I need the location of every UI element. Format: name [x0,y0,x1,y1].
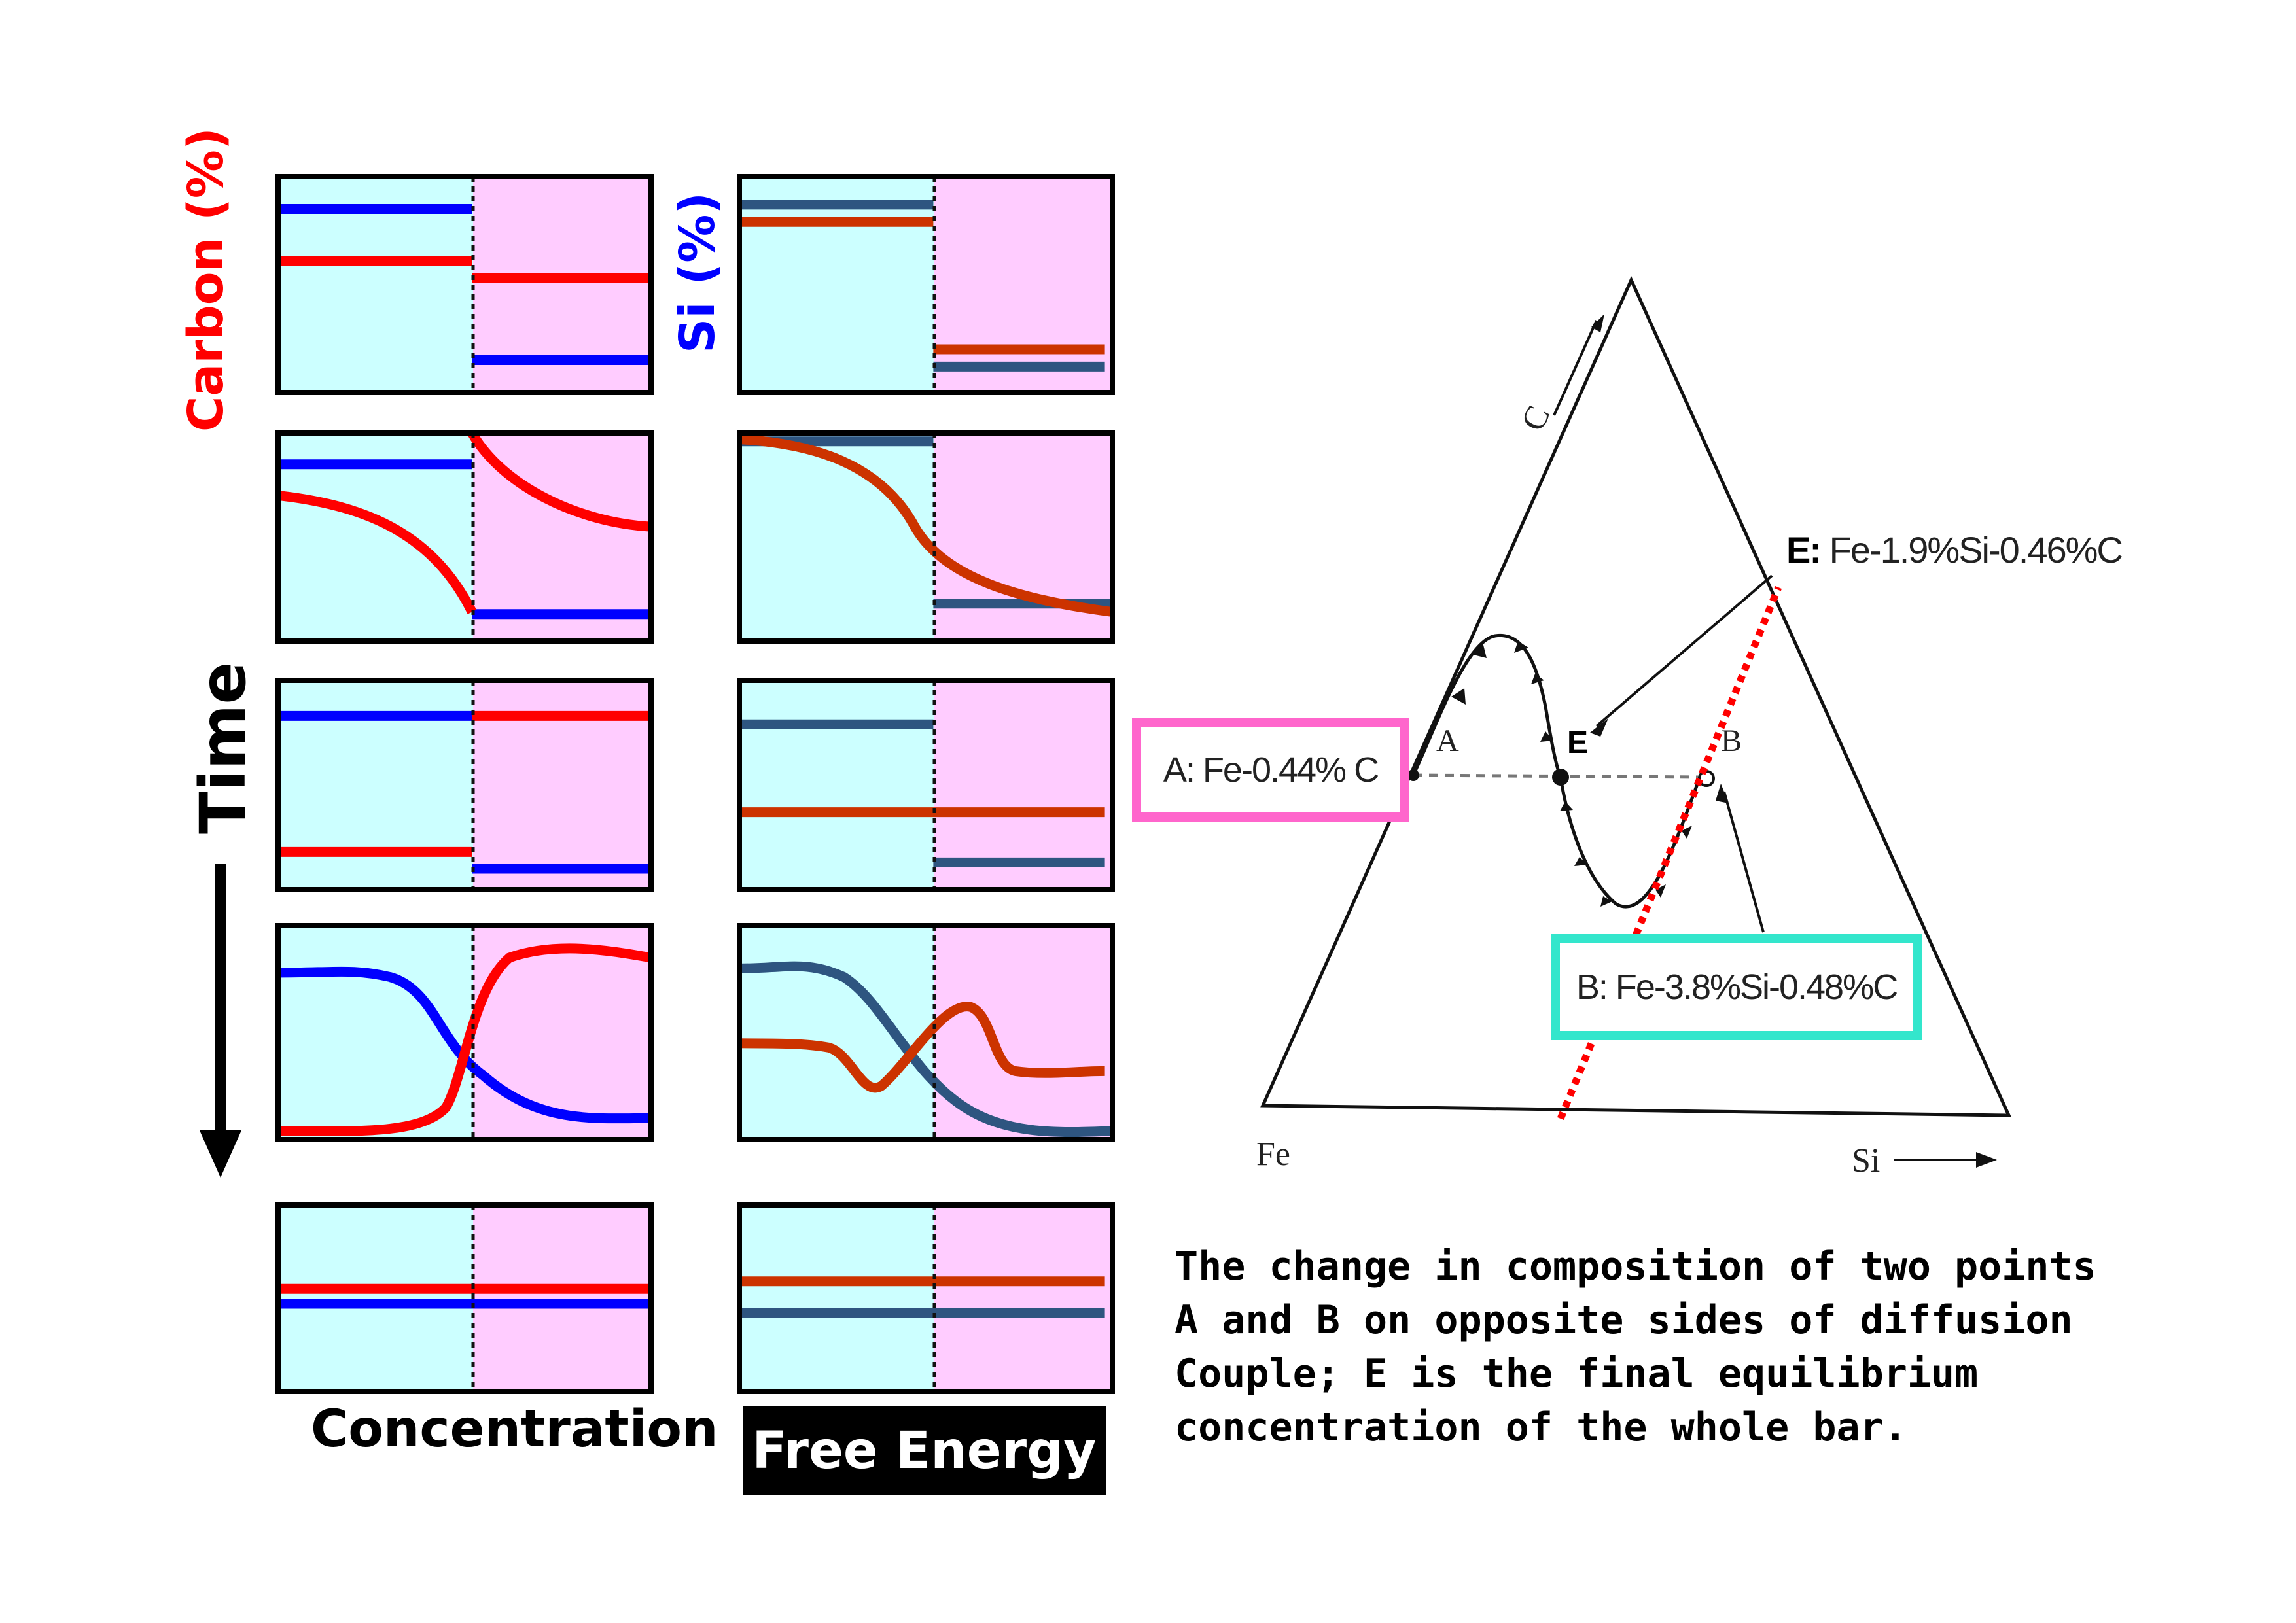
panel-frame [275,174,654,395]
point-a-label: A [1436,724,1459,758]
concentration-label: Concentration [311,1400,718,1459]
carbon-profile-line [739,434,1113,617]
panel-frame [737,174,1115,395]
carbon-profile-line [277,943,652,1136]
panel-frame [737,678,1115,892]
carbon-axis-label: Carbon (%) [178,128,234,432]
si-profile-line [277,966,652,1124]
panel-right-region [934,1205,1112,1391]
e-composition-label: E: Fe-1.9%Si-0.46%C [1786,529,2123,571]
panel-frame [275,923,654,1142]
panel-right-region [934,680,1112,890]
panel-left-region [739,1205,934,1391]
figure-caption: The change in composition of two points … [1174,1244,2096,1450]
panel-left-region [739,926,934,1140]
e-composition-key: E: [1786,529,1822,570]
panel-frame [737,923,1115,1142]
panel-frame [275,1202,654,1394]
panel-left-region [739,680,934,890]
point-e-label: E [1567,725,1589,760]
carbon-profile-line [277,430,652,614]
si-axis-label: Si (%) [669,192,726,353]
equilibrium-dotted-line [1557,585,1782,1121]
c-axis-arrow [1553,320,1598,416]
panel-frame [737,1202,1115,1394]
point-a-composition-box: A: Fe-0.44% C [1132,718,1409,822]
e-pointer-line [1595,574,1773,727]
vertex-si-label: Si [1852,1142,1881,1179]
point-a-marker [1407,769,1419,781]
panel-frame [275,430,654,644]
carbon-profile-line [739,1002,1105,1093]
time-series-panels [275,174,1115,1394]
panel-left-region [739,177,934,393]
free-energy-label: Free Energy [743,1406,1106,1495]
panel-left-region [739,433,934,641]
point-e-marker [1552,769,1569,786]
panel-right-region [934,177,1112,393]
point-a-composition: A: Fe-0.44% C [1163,750,1379,790]
panel-frame [275,678,654,892]
point-b-label: B [1721,724,1742,758]
e-composition-value: Fe-1.9%Si-0.46%C [1829,529,2123,570]
ternary-diagram [1260,275,2011,1168]
point-b-composition-box: B: Fe-3.8%Si-0.48%C [1551,934,1922,1040]
point-b-composition: B: Fe-3.8%Si-0.48%C [1576,968,1898,1007]
panel-frame [737,430,1115,644]
panel-right-region [473,1205,651,1391]
time-arrow [200,864,241,1178]
vertex-fe-label: Fe [1256,1136,1290,1173]
panel-left-region [278,1205,473,1391]
path-arrowheads [1451,641,1692,907]
b-pointer-line [1723,791,1765,933]
time-label: Time [186,661,260,834]
ternary-triangle [1260,275,2011,1117]
